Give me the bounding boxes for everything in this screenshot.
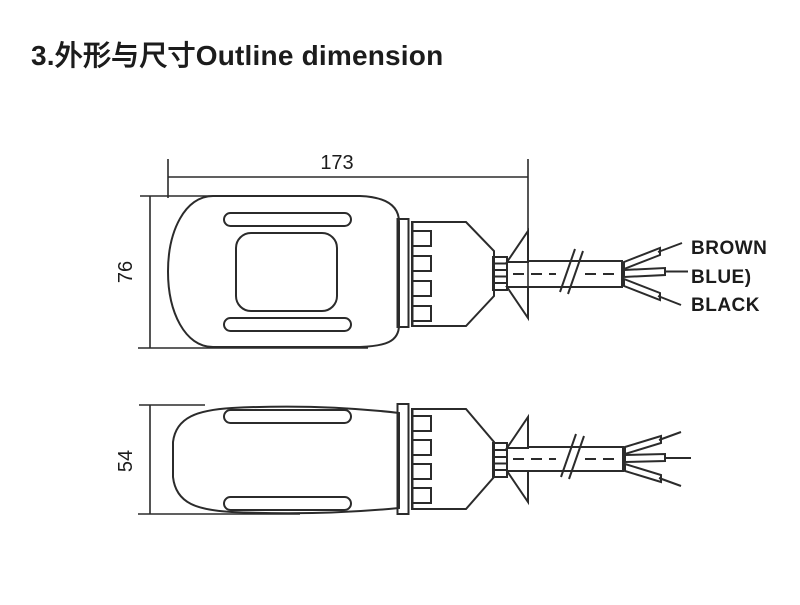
float-body-outline-side — [172, 405, 400, 515]
cable-outline — [507, 260, 623, 288]
gland-rib — [411, 463, 432, 480]
wire-label-brown: BROWN — [691, 238, 767, 259]
cable-side — [507, 433, 624, 480]
width-dimension: 173 — [167, 152, 528, 198]
strain-relief-wing-lower — [505, 470, 529, 506]
strain-relief-wing-upper — [505, 413, 529, 449]
height-dim-label: 76 — [115, 261, 137, 283]
wire-label-blue: BLUE) — [691, 267, 752, 288]
gland-nipple — [492, 256, 508, 291]
break-slash — [560, 433, 577, 478]
cable-gland — [396, 218, 508, 328]
side-view: 54 — [115, 403, 691, 515]
gland-collar — [396, 403, 410, 515]
gland-rib — [411, 230, 432, 247]
width-dim-label: 173 — [320, 152, 353, 174]
body-slot-bottom-side — [223, 496, 352, 511]
cable — [507, 248, 623, 295]
wire-lead-brown — [657, 242, 683, 253]
wire-terminal-black — [623, 277, 661, 302]
height-dimension: 76 — [115, 195, 368, 349]
body-slot-top-side — [223, 409, 352, 424]
strain-relief-wing-lower — [505, 286, 529, 322]
gland-rib — [411, 305, 432, 322]
height-dimension-side: 54 — [115, 404, 300, 515]
top-view: 173 76 — [115, 152, 767, 349]
cable-gland-side — [396, 403, 508, 515]
wire-lead — [658, 431, 682, 441]
gland-collar — [396, 218, 410, 328]
gland-rib — [411, 487, 432, 504]
wire-terminal — [624, 434, 662, 456]
side-height-dim-label: 54 — [115, 450, 137, 472]
gland-rib — [411, 255, 432, 272]
page-title: 3.外形与尺寸Outline dimension — [31, 40, 444, 71]
wire-terminal — [624, 452, 666, 464]
gland-rib — [411, 439, 432, 456]
wire-terminal — [624, 462, 662, 484]
wire-label-black: BLACK — [691, 295, 760, 316]
wire-terminal-brown — [623, 246, 661, 271]
wire-lead — [658, 477, 682, 487]
wire-terminal-blue — [623, 266, 666, 279]
cable-outline — [507, 446, 624, 472]
body-center-recess — [235, 232, 338, 312]
gland-nipple — [492, 442, 508, 478]
gland-rib — [411, 415, 432, 432]
strain-relief-wing-upper — [505, 227, 529, 263]
body-slot-bottom — [223, 317, 352, 332]
wire-lead-black — [657, 295, 682, 306]
break-slash — [567, 250, 584, 295]
gland-rib — [411, 280, 432, 297]
wire-fan-side — [624, 431, 691, 487]
wire-fan: BROWN BLUE) BLACK — [623, 238, 767, 316]
body-slot-top — [223, 212, 352, 227]
break-slash — [568, 435, 585, 480]
float-body-outline — [166, 195, 400, 348]
break-slash — [559, 248, 576, 293]
